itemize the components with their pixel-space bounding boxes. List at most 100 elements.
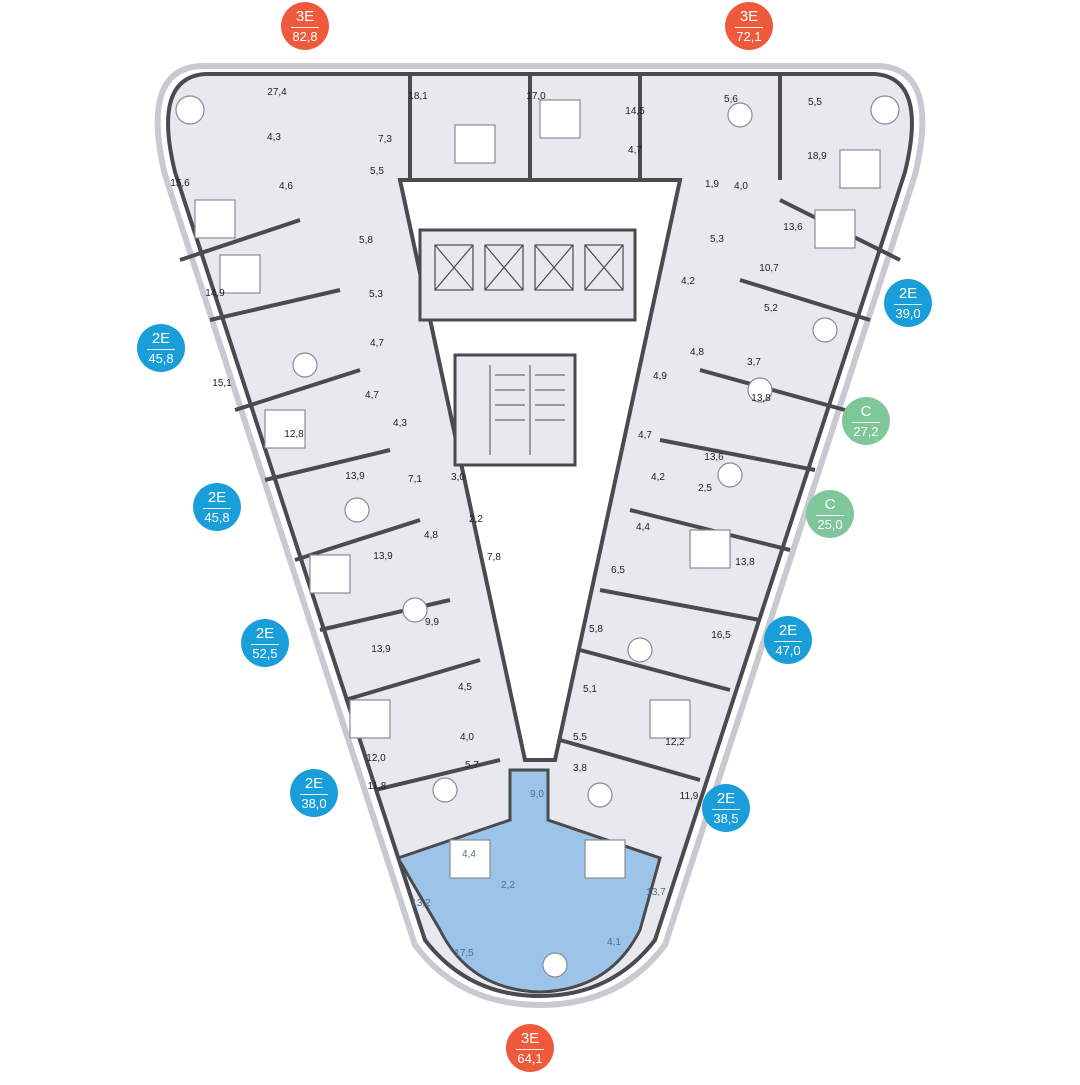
room-area-label: 4,0 xyxy=(460,732,474,743)
badge-type: C xyxy=(860,402,872,420)
room-area-label: 13,8 xyxy=(735,557,755,568)
badge-divider xyxy=(147,348,175,350)
room-area-label: 2,2 xyxy=(469,514,483,525)
room-area-label: 13,6 xyxy=(783,222,803,233)
badge-area: 52,5 xyxy=(252,645,278,661)
badge-divider xyxy=(516,1048,544,1050)
room-area-label: 4,1 xyxy=(607,937,621,948)
badge-area: 38,0 xyxy=(301,795,327,811)
room-area-label: 11,9 xyxy=(680,791,699,802)
room-area-label: 5,8 xyxy=(359,235,373,246)
room-area-label: 14,5 xyxy=(625,106,645,117)
room-area-label: 3,8 xyxy=(573,763,587,774)
apartment-badge[interactable]: 2E 45,8 xyxy=(193,483,241,531)
room-area-label: 5,2 xyxy=(764,303,778,314)
room-area-label: 4,7 xyxy=(365,390,379,401)
badge-type: 2E xyxy=(898,284,918,302)
apartment-badge[interactable]: C 27,2 xyxy=(842,397,890,445)
room-area-label: 5,6 xyxy=(724,94,738,105)
badge-type: 2E xyxy=(716,789,736,807)
badge-type: 2E xyxy=(255,624,275,642)
badge-area: 82,8 xyxy=(292,28,318,44)
badge-divider xyxy=(852,421,880,423)
badge-type: 3E xyxy=(739,7,759,25)
room-area-label: 13,8 xyxy=(751,393,771,404)
badge-type: 2E xyxy=(778,621,798,639)
room-area-label: 17,5 xyxy=(454,948,474,959)
badge-area: 25,0 xyxy=(817,516,843,532)
badge-area: 45,8 xyxy=(204,509,230,525)
room-area-label: 4,8 xyxy=(424,530,438,541)
room-area-label: 9,0 xyxy=(530,789,544,800)
room-area-label: 3,7 xyxy=(747,357,761,368)
room-area-label: 16,5 xyxy=(711,630,731,641)
room-area-label: 5,5 xyxy=(573,732,587,743)
room-area-label: 4,9 xyxy=(653,371,667,382)
room-area-label: 18,9 xyxy=(807,151,827,162)
badge-type: 3E xyxy=(520,1029,540,1047)
room-area-label: 3,0 xyxy=(451,472,465,483)
apartment-badge[interactable]: 2E 52,5 xyxy=(241,619,289,667)
apartment-badge[interactable]: 3E 82,8 xyxy=(281,2,329,50)
badge-type: C xyxy=(824,495,836,513)
room-area-label: 7,3 xyxy=(378,134,392,145)
elevator-block xyxy=(418,228,637,322)
room-area-label: 13,6 xyxy=(704,452,724,463)
badge-area: 72,1 xyxy=(736,28,762,44)
room-area-label: 4,2 xyxy=(651,472,665,483)
badge-area: 27,2 xyxy=(853,423,879,439)
selected-apartment xyxy=(395,768,662,994)
room-area-label: 5,3 xyxy=(710,234,724,245)
room-area-label: 4,6 xyxy=(279,181,293,192)
apartment-badge[interactable]: 2E 38,5 xyxy=(702,784,750,832)
room-area-label: 13,9 xyxy=(345,471,365,482)
room-area-label: 13,7 xyxy=(646,887,666,898)
building-outline xyxy=(154,63,926,1009)
badge-area: 45,8 xyxy=(148,350,174,366)
room-area-label: 17,0 xyxy=(526,91,546,102)
badge-divider xyxy=(774,640,802,642)
room-area-label: 4,4 xyxy=(462,849,476,860)
room-area-label: 11,8 xyxy=(368,781,387,792)
badge-type: 3E xyxy=(295,7,315,25)
room-area-label: 4,4 xyxy=(636,522,650,533)
apartment-badge[interactable]: 2E 39,0 xyxy=(884,279,932,327)
room-area-label: 4,3 xyxy=(393,418,407,429)
room-area-label: 18,1 xyxy=(408,91,428,102)
apartment-badge[interactable]: 2E 45,8 xyxy=(137,324,185,372)
badge-area: 38,5 xyxy=(713,810,739,826)
room-area-label: 13,9 xyxy=(373,551,393,562)
room-area-label: 12,8 xyxy=(284,429,304,440)
badge-type: 2E xyxy=(207,488,227,506)
room-area-label: 4,2 xyxy=(681,276,695,287)
room-area-label: 7,1 xyxy=(408,474,422,485)
room-area-label: 5,7 xyxy=(465,760,479,771)
room-area-label: 12,2 xyxy=(665,737,685,748)
room-area-label: 10,7 xyxy=(759,263,779,274)
badge-divider xyxy=(735,26,763,28)
badge-divider xyxy=(291,26,319,28)
badge-divider xyxy=(712,808,740,810)
room-area-label: 5,8 xyxy=(589,624,603,635)
room-area-label: 5,5 xyxy=(808,97,822,108)
room-area-label: 5,1 xyxy=(583,684,597,695)
apartment-badge[interactable]: C 25,0 xyxy=(806,490,854,538)
badge-divider xyxy=(816,514,844,516)
room-area-label: 12,0 xyxy=(366,753,386,764)
badge-divider xyxy=(251,643,279,645)
apartment-badge[interactable]: 3E 72,1 xyxy=(725,2,773,50)
badge-divider xyxy=(203,507,231,509)
room-area-label: 6,5 xyxy=(611,565,625,576)
room-area-label: 27,4 xyxy=(267,87,287,98)
core xyxy=(397,178,683,762)
badge-type: 2E xyxy=(151,329,171,347)
badge-area: 39,0 xyxy=(895,305,921,321)
room-area-label: 13,9 xyxy=(371,644,391,655)
room-area-label: 1,9 xyxy=(705,179,719,190)
badge-divider xyxy=(894,303,922,305)
